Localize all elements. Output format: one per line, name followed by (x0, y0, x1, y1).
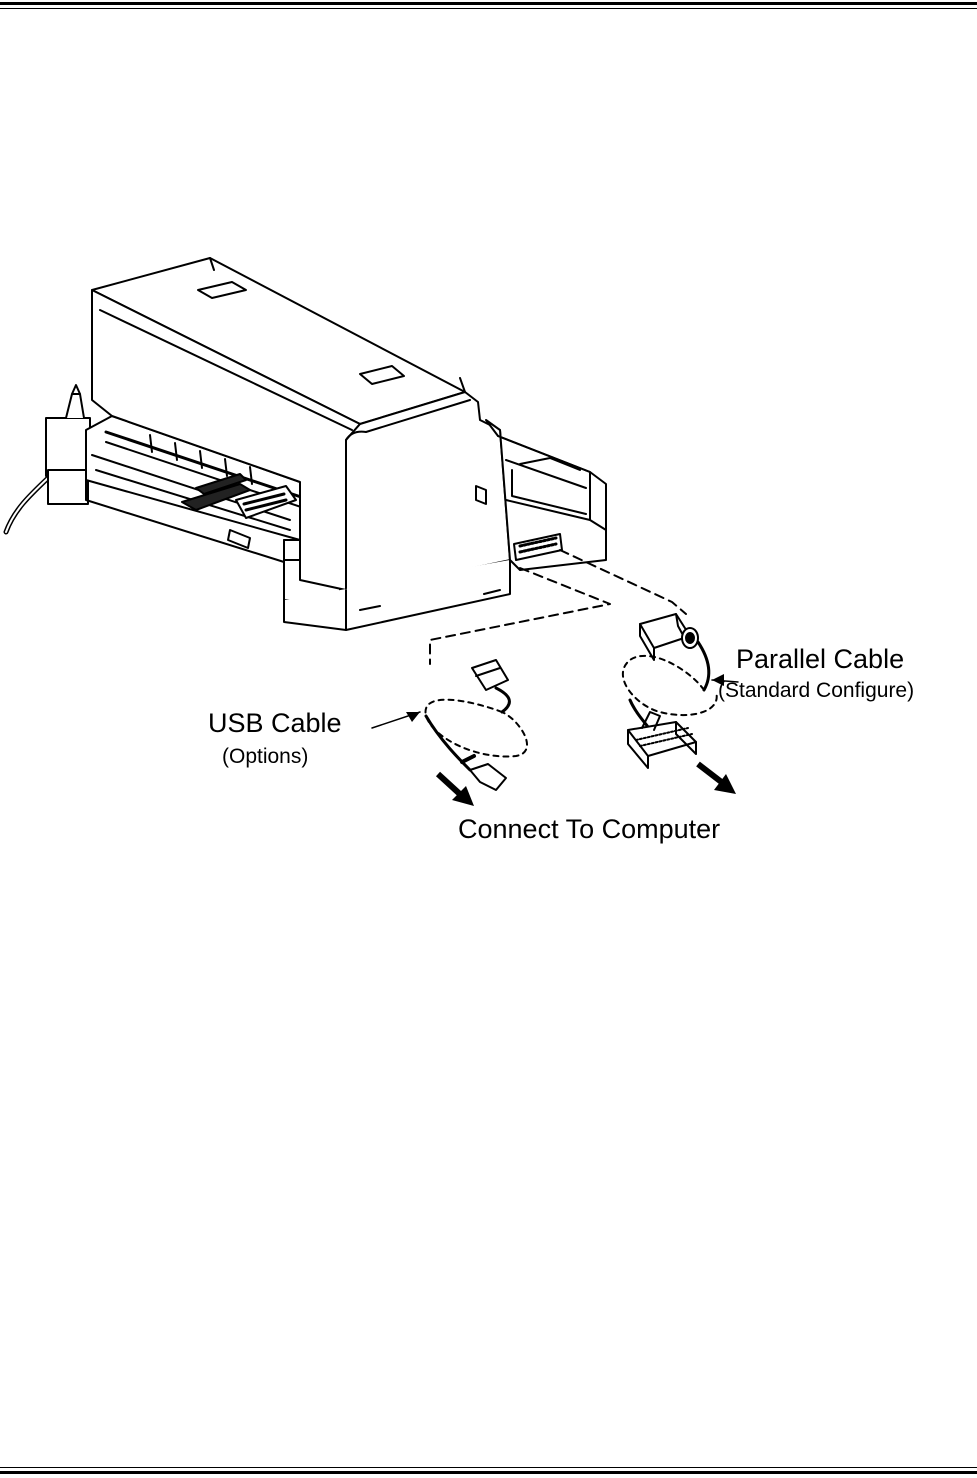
usb-cable-note: (Options) (222, 746, 308, 767)
bottom-rule-thin (0, 1467, 977, 1468)
parallel-cable (623, 614, 717, 768)
label-pointers (372, 680, 738, 728)
usb-cable (426, 660, 528, 790)
usb-cable-label: USB Cable (208, 710, 342, 737)
connect-to-computer-label: Connect To Computer (458, 816, 720, 843)
paper-knob (46, 385, 90, 504)
parallel-cable-label: Parallel Cable (736, 646, 904, 673)
bottom-rule (0, 1471, 977, 1474)
power-cord (6, 478, 48, 532)
parallel-cable-note: (Standard Configure) (718, 680, 914, 701)
